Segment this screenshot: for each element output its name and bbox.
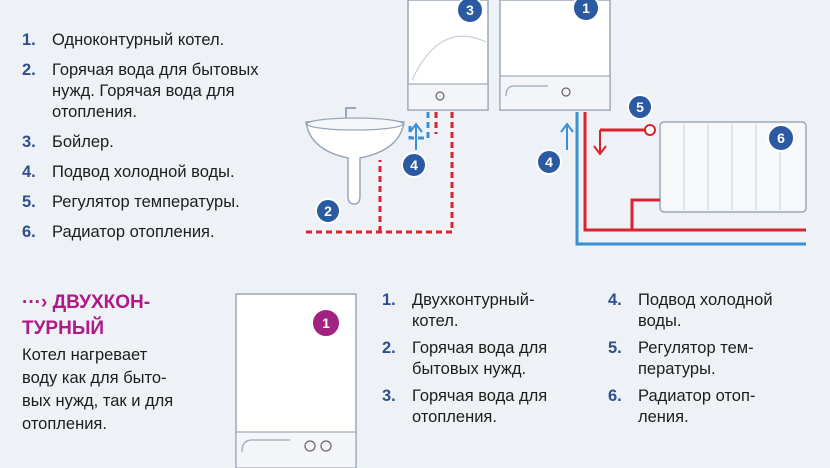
list-item: 3.Бойлер. [22, 133, 114, 151]
list-item: 5.Регулятор температуры. [22, 193, 240, 211]
svg-text:4: 4 [545, 154, 553, 170]
list-item: 4.Подвод холодной воды. [22, 163, 235, 181]
svg-text:1: 1 [582, 0, 590, 16]
double-circuit-boiler: 1 [235, 293, 357, 468]
svg-text:4: 4 [410, 157, 418, 173]
double-circuit-section: ···› ДВУХКОН- ТУРНЫЙ Котел нагревает вод… [22, 290, 222, 436]
badge-4-right: 4 [536, 149, 562, 175]
list-item: 3.Горячая вода для отопления. [382, 387, 548, 426]
list-item: 6.Радиатор отопления. [22, 223, 215, 241]
list-item: 4.Подвод холодной воды. [608, 291, 773, 330]
badge-2: 2 [315, 198, 341, 224]
badge-4-left: 4 [401, 152, 427, 178]
badge-6: 6 [767, 124, 795, 152]
svg-text:5: 5 [636, 99, 644, 115]
list-item: 2.Горячая вода для бытовых нужд. [382, 339, 548, 378]
badge-3: 3 [456, 0, 484, 24]
list-item: 6.Радиатор отоп- ления. [608, 387, 756, 426]
arrow-icon: ···› [22, 292, 48, 313]
badge-1-top: 1 [572, 0, 600, 22]
double-circuit-legend-left: 1.Двухконтурный- котел. 2.Горячая вода д… [382, 290, 582, 434]
sink-illustration [305, 107, 405, 205]
section-title: ···› ДВУХКОН- ТУРНЫЙ [22, 292, 151, 339]
boiler-3 [407, 0, 489, 111]
list-item: 1.Двухконтурный- котел. [382, 291, 535, 330]
double-circuit-legend-right: 4.Подвод холодной воды. 5.Регулятор тем-… [608, 290, 808, 434]
svg-text:1: 1 [322, 315, 330, 331]
flow-arrows [409, 122, 607, 156]
svg-text:6: 6 [777, 130, 785, 146]
list-item: 5.Регулятор тем- пературы. [608, 339, 754, 378]
single-circuit-legend: 1.Одноконтурный котел. 2.Горячая вода дл… [22, 30, 312, 252]
badge-5: 5 [627, 94, 653, 120]
list-item: 2.Горячая вода для бытовых нужд. Горячая… [22, 61, 259, 121]
list-item: 1.Одноконтурный котел. [22, 31, 225, 49]
svg-text:2: 2 [324, 203, 332, 219]
section-description: Котел нагревает воду как для быто- вых н… [22, 346, 174, 433]
svg-text:3: 3 [466, 2, 474, 18]
